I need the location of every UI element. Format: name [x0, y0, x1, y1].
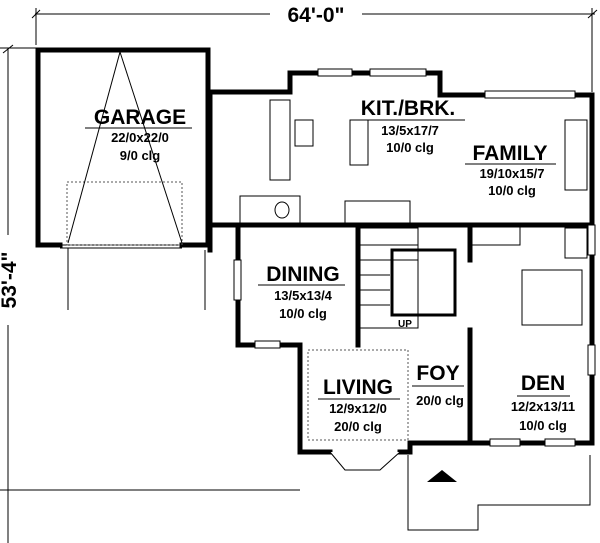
room-garage: GARAGE 22/0x22/0 9/0 clg — [85, 106, 192, 163]
room-size: 12/2x13/11 — [511, 399, 575, 414]
windows — [233, 68, 596, 471]
room-ceiling: 10/0 clg — [279, 306, 327, 321]
room-name: DEN — [521, 372, 565, 395]
room-kitchen: KIT./BRK. 13/5x17/7 10/0 clg — [355, 97, 465, 155]
room-dining: DINING 13/5x13/4 10/0 clg — [258, 263, 345, 321]
room-den: DEN 12/2x13/11 10/0 clg — [511, 372, 575, 433]
room-name: DINING — [266, 263, 340, 286]
room-ceiling: 20/0 clg — [416, 393, 464, 408]
room-name: FOY — [416, 362, 459, 385]
room-size: 13/5x17/7 — [381, 123, 439, 138]
room-foyer: FOY 20/0 clg — [412, 362, 464, 408]
fixtures — [239, 99, 588, 441]
room-ceiling: 10/0 clg — [488, 183, 536, 198]
width-dimension: 64'-0" — [31, 4, 598, 92]
depth-dimension: 53'-4" — [0, 44, 300, 543]
room-name: GARAGE — [94, 106, 186, 129]
room-name: LIVING — [323, 376, 393, 399]
room-size: 12/9x12/0 — [329, 401, 387, 416]
room-ceiling: 10/0 clg — [519, 418, 567, 433]
room-ceiling: 9/0 clg — [120, 148, 161, 163]
room-ceiling: 20/0 clg — [334, 419, 382, 434]
room-size: 13/5x13/4 — [274, 288, 333, 303]
garage — [35, 47, 211, 310]
exterior-walls — [207, 70, 595, 455]
depth-dimension-label: 53'-4" — [0, 252, 21, 309]
room-family: FAMILY 19/10x15/7 10/0 clg — [465, 142, 556, 198]
room-size: 19/10x15/7 — [479, 166, 544, 181]
room-size: 22/0x22/0 — [111, 130, 169, 145]
room-ceiling: 10/0 clg — [386, 140, 434, 155]
width-dimension-label: 64'-0" — [288, 4, 345, 27]
room-name: KIT./BRK. — [361, 97, 456, 120]
stairs-up-label: UP — [398, 319, 412, 330]
room-name: FAMILY — [472, 142, 547, 165]
entry-arrow-icon — [427, 470, 457, 482]
porch — [407, 455, 591, 531]
room-living: LIVING 12/9x12/0 20/0 clg — [318, 376, 400, 434]
stairs: UP — [359, 227, 457, 330]
